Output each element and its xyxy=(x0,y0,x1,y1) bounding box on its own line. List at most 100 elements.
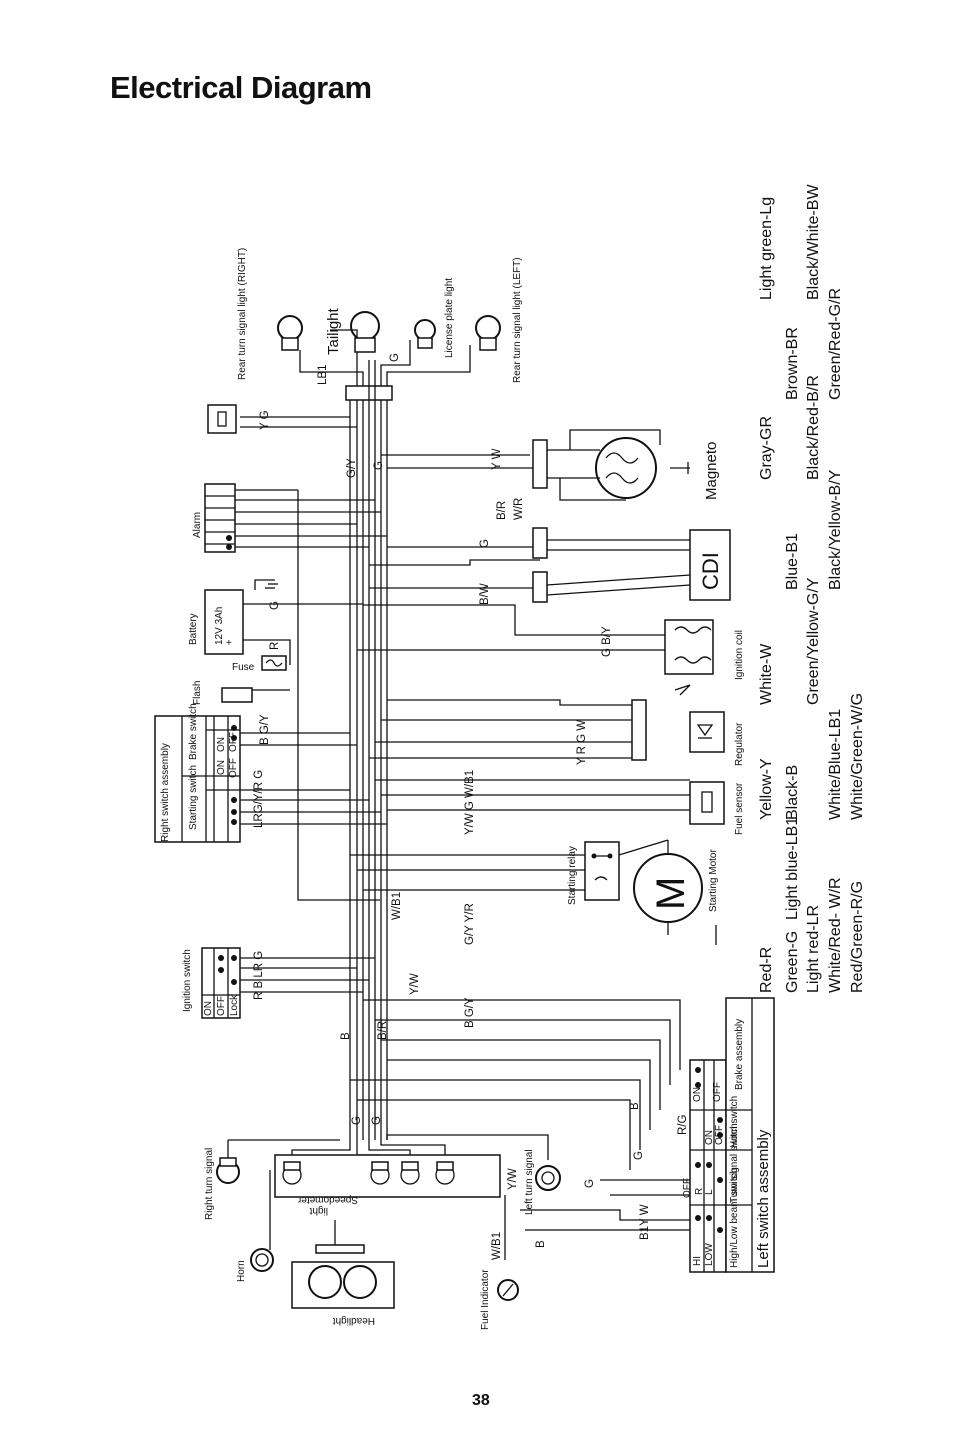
wire-label-g-low2: G xyxy=(371,1116,383,1125)
brake-assembly-label: Brake assembly xyxy=(734,1019,745,1090)
left-turn-signal: Left turn signal xyxy=(524,1149,561,1215)
license-plate-light: License plate light xyxy=(414,278,455,358)
wire-label-g-battery: G xyxy=(269,601,281,610)
page-number: 38 xyxy=(472,1392,490,1409)
license-plate-label: License plate light xyxy=(444,278,455,358)
page-title: Electrical Diagram xyxy=(110,70,372,105)
fuse-label: Fuse xyxy=(232,662,255,673)
fuel-indicator: Fuel Indicator xyxy=(480,1269,519,1330)
color-code-entry: White/Blue-LB1 xyxy=(827,709,844,820)
speedometer-label-2: light xyxy=(309,1205,328,1216)
color-code-entry: Red/Green-R/G xyxy=(849,881,866,993)
starting-motor-label: Starting Motor xyxy=(708,849,719,912)
tailight-label: Tailight xyxy=(325,307,342,355)
wire-label-g-top: G xyxy=(389,353,401,362)
wire-label-wb1-low: W/B1 xyxy=(491,1232,503,1260)
battery-label: Battery xyxy=(188,613,199,645)
cdi-label: CDI xyxy=(698,552,723,590)
magneto: Magneto xyxy=(532,429,720,501)
starting-motor: M Starting Motor xyxy=(618,839,719,945)
brake-on: ON xyxy=(692,1087,703,1102)
wire-label-rg: R/G xyxy=(677,1115,689,1136)
wire-label-br-cdi: B/R xyxy=(496,501,508,520)
wire-label-g-low3: G xyxy=(584,1179,596,1188)
color-code-entry: Blue-B1 xyxy=(784,533,801,590)
starting-relay-label: Starting relay xyxy=(567,846,578,905)
color-code-entry: Black/Red-B/R xyxy=(805,375,822,480)
starting-relay: Starting relay xyxy=(567,841,620,905)
color-code-entry: White/Red- W/R xyxy=(827,877,844,993)
ignition-on: ON xyxy=(203,1001,214,1016)
brake-switch-on: ON xyxy=(216,737,227,752)
turn-l: L xyxy=(704,1189,715,1195)
wire-label-g-2: G xyxy=(373,461,385,470)
wire-label-g-low1: G xyxy=(351,1116,363,1125)
color-code-entry: Yellow-Y xyxy=(758,758,775,820)
rear-turn-left-label: Rear turn signal light (LEFT) xyxy=(512,257,523,383)
color-code-entry: White-W xyxy=(758,643,775,705)
wire-label-b-mid: B xyxy=(340,1032,352,1040)
horn-on: ON xyxy=(704,1130,715,1145)
wire-label-bw: B/W xyxy=(479,583,491,605)
color-code-entry: Green-G xyxy=(784,931,801,993)
turn-signal-switch-label: Turn signal switch xyxy=(729,1123,740,1203)
color-code-entry: Black/Yellow-B/Y xyxy=(827,469,844,590)
color-code-entry: Light blue-LB1 xyxy=(784,817,801,920)
wire-label-g-by: G B/Y xyxy=(601,626,613,657)
turn-off: OFF xyxy=(682,1178,693,1198)
right-switch-assembly: Right switch assembly Brake switch Start… xyxy=(154,703,241,843)
wire-label-yw-top: Y W xyxy=(491,448,503,470)
wire-label-yr-g-w: Y R G W xyxy=(576,720,588,765)
magneto-label: Magneto xyxy=(703,442,720,500)
battery-plus: + xyxy=(226,638,232,649)
motor-symbol: M xyxy=(649,877,693,910)
alarm: Alarm xyxy=(192,483,236,553)
flash-label: Flash xyxy=(192,681,203,705)
wire-label-gy-1: G/Y xyxy=(346,458,358,478)
fuse: Fuse xyxy=(232,655,287,673)
color-code-entry: Light green-Lg xyxy=(758,197,775,300)
rear-turn-signal-left: Rear turn signal light (LEFT) xyxy=(475,257,523,383)
ignition-coil-label: Ignition coil xyxy=(734,630,745,680)
start-switch-on: ON xyxy=(216,760,227,775)
speedometer-label-1: Speedometer xyxy=(297,1194,358,1205)
ignition-lock: Lock xyxy=(229,994,240,1016)
wire-label-r-battery: R xyxy=(269,642,281,650)
ignition-coil: Ignition coil xyxy=(664,619,745,696)
wire-label-lr-gyr-g: LRG/Y/R G xyxy=(253,770,265,828)
color-code-entry: Gray-GR xyxy=(758,416,775,480)
wire-label-g-low4: G xyxy=(633,1151,645,1160)
fuel-sensor-label: Fuel sensor xyxy=(734,782,745,835)
wire-label-wb1-mid: W/B1 xyxy=(391,892,403,920)
wire-label-gy-yr: G/Y Y/R xyxy=(464,903,476,945)
ignition-switch-label: Ignition switch xyxy=(182,949,193,1012)
speedometer-light-panel: Speedometer light xyxy=(274,1154,501,1216)
ignition-off: OFF xyxy=(216,996,227,1016)
color-code-entry: White/Green-W/G xyxy=(849,693,866,820)
beam-hi: HI xyxy=(692,1256,703,1266)
cdi: CDI xyxy=(532,527,731,603)
wire-label-g-cdi: G xyxy=(479,539,491,548)
turn-r: R xyxy=(694,1188,705,1195)
alarm-label: Alarm xyxy=(192,512,203,538)
fuel-sensor: Fuel sensor xyxy=(689,781,745,835)
flash-unit: Flash xyxy=(192,681,253,705)
battery-spec: 12V 3Ah xyxy=(214,607,225,645)
fuel-indicator-label: Fuel Indicator xyxy=(480,1269,491,1330)
color-code-entry: Black/White-BW xyxy=(805,184,822,300)
color-code-entry: Green/Yellow-G/Y xyxy=(805,577,822,705)
wire-label-r-b-lr-g: R B LR G xyxy=(253,951,265,1000)
horn-switch-label: Horn switch xyxy=(729,1096,740,1148)
beam-low: LOW xyxy=(704,1243,715,1266)
right-switch-assembly-label: Right switch assembly xyxy=(160,743,171,842)
wire-label-b1y-w: B1Y W xyxy=(639,1204,651,1240)
battery: 12V 3Ah + Battery xyxy=(188,579,278,655)
wire-label-b-brake: B xyxy=(629,1102,641,1110)
color-code-entry: Light red-LR xyxy=(805,905,822,993)
wire-label-yw-g-wb1: Y/W G W/B1 xyxy=(464,770,476,835)
horn-label: Horn xyxy=(236,1260,247,1282)
brake-switch-label: Brake switch xyxy=(188,703,199,760)
ignition-switch: ON OFF Lock Ignition switch xyxy=(182,947,241,1019)
left-turn-signal-label: Left turn signal xyxy=(524,1149,535,1215)
